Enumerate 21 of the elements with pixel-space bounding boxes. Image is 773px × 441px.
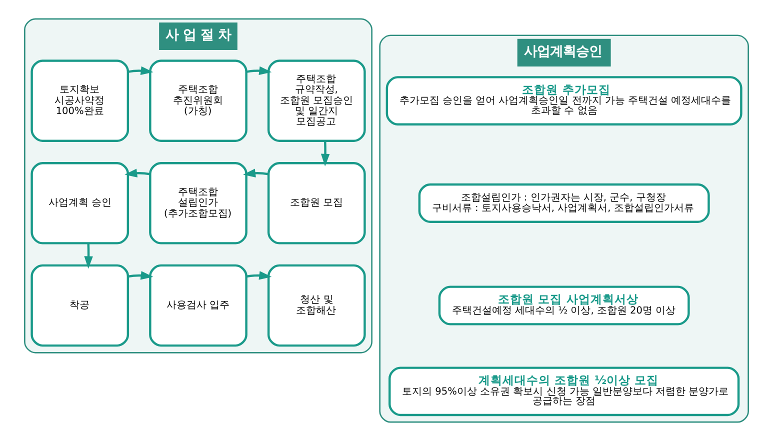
node-box: 청산 및 조합해산 — [267, 264, 366, 347]
node-box: 주택조합 추진위원회 (가칭) — [149, 60, 248, 142]
node-box: 주택조합 규약작성, 조합원 모집승인 및 일간지 모집공고 — [267, 60, 366, 142]
node-box: 주택조합 설립인가 (추가조합모집) — [149, 162, 248, 244]
node-box: 사업계획 승인 — [30, 162, 130, 244]
arrow — [128, 271, 154, 280]
arrow — [246, 66, 272, 76]
node-box: 조합설립인가 : 인가권자는 시장, 군수, 구청장 구비서류 : 토지사용승낙서, 사업계획서, 조합설립인가서류 — [418, 183, 710, 223]
arrow — [246, 271, 272, 280]
arrow — [320, 140, 330, 166]
node-box: 착공 — [30, 264, 130, 347]
arrow — [84, 243, 93, 269]
node-box: 조합원 모집 — [267, 162, 366, 244]
arrow — [243, 168, 268, 178]
node-box: 계획세대수의 조합원 ½이상 모집 토지의 95%이상 소유권 확보시 신청 가능 일반분양보다 저렴한 분양가로 공급하는 장점 — [388, 366, 740, 416]
node-box: 토지확보 시공사약정 100%완료 — [30, 60, 130, 142]
arrow — [128, 66, 154, 76]
node-box: 조합원 모집 사업계획서상 주택건설예정 세대수의 ½ 이상, 조합원 20명 이상 — [438, 286, 690, 326]
node-box: 조합원 추가모집 추가모집 승인을 얻어 사업계획승인일 전까지 가능 주택건설 예정세대수를 초과할 수 없음 — [386, 76, 742, 126]
arrow — [124, 168, 150, 178]
node-box: 사용검사 입주 — [149, 264, 248, 347]
